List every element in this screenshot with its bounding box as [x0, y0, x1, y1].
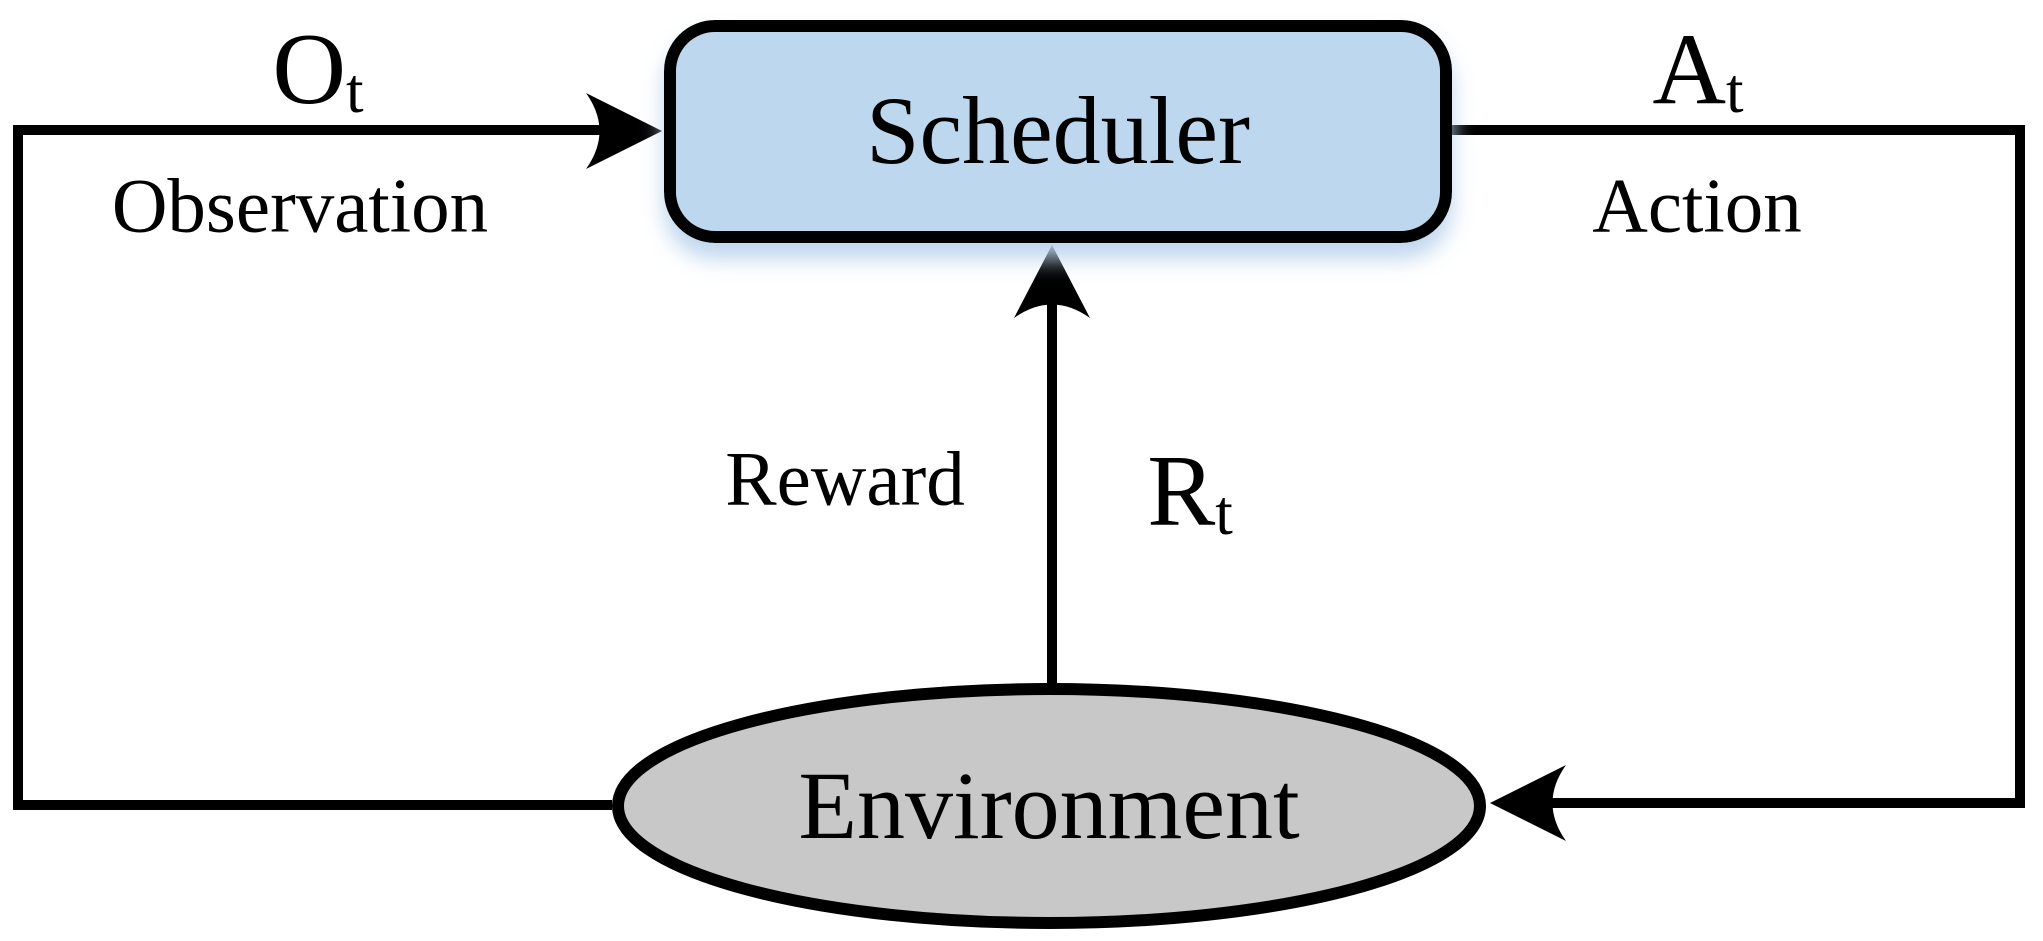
action-symbol-base: A: [1652, 13, 1727, 126]
observation-symbol-base: O: [272, 13, 347, 126]
observation-symbol: Ot: [272, 19, 363, 123]
reward-symbol: Rt: [1147, 441, 1233, 545]
reward-arrowhead-icon: [1014, 245, 1090, 318]
action-connector-line: [1452, 125, 2025, 808]
environment-node: [612, 683, 1486, 929]
environment-node-label: Environment: [798, 752, 1300, 859]
observation-arrowhead-icon: [586, 93, 662, 169]
action-edge-label: Action: [1592, 162, 1802, 249]
scheduler-node: [664, 20, 1452, 243]
scheduler-node-label: Scheduler: [866, 77, 1250, 184]
observation-symbol-subscript: t: [346, 55, 364, 126]
reward-edge-label: Reward: [725, 435, 965, 522]
reward-symbol-base: R: [1147, 435, 1216, 548]
reward-symbol-subscript: t: [1215, 477, 1233, 548]
observation-connector-line: [13, 125, 612, 810]
action-symbol: At: [1652, 19, 1743, 123]
action-symbol-subscript: t: [1726, 55, 1744, 126]
observation-edge-label: Observation: [111, 162, 489, 249]
action-arrowhead-icon: [1490, 765, 1566, 841]
